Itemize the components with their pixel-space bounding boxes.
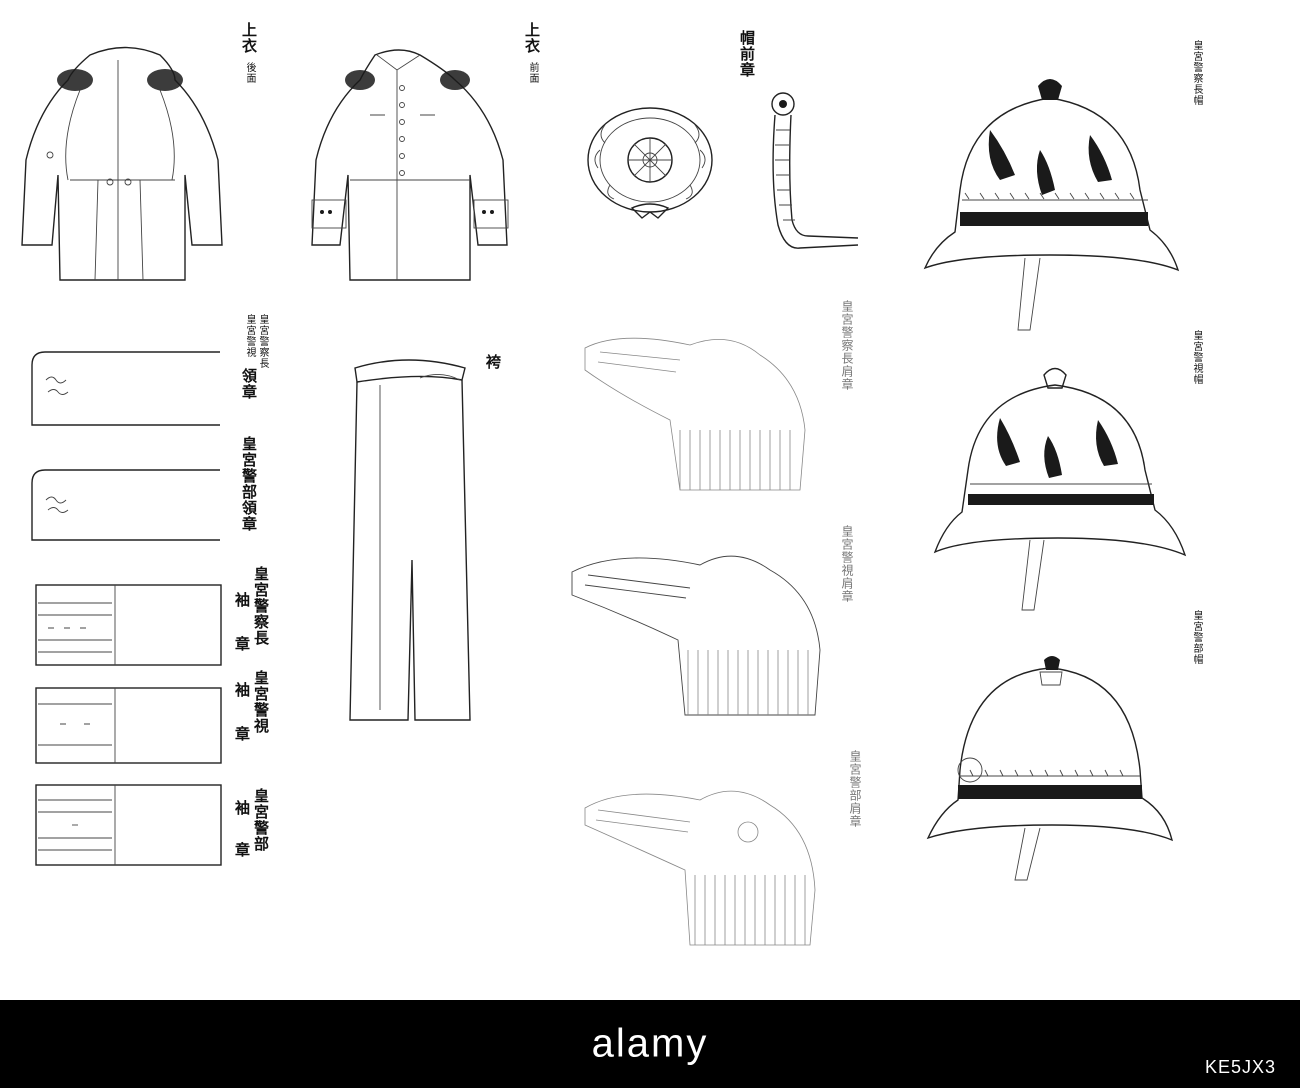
label-tunic-back: 上衣 [240, 22, 258, 54]
label-trousers: 袴 [484, 354, 502, 370]
label-epaulette-chief: 皇宮警察長肩章 [840, 300, 854, 391]
uniform-plate: 上衣 後面 上衣 前面 帽前章 皇宮警察長 皇宮警視 領章 皇宮警部領章 袴 袖… [21, 22, 1202, 946]
tunic-front-buttons [399, 85, 405, 176]
epaulette-superintendent-drawing [571, 555, 821, 716]
label-cap-badge: 帽前章 [738, 30, 756, 78]
label-sleeve-inspector-rank: 皇宮警部 [252, 788, 270, 852]
stock-footer-bar: alamy KE5JX3 [0, 1000, 1300, 1088]
label-collar-badge-shared: 領章 [240, 368, 258, 400]
label-sleeve-chief-prefix: 袖 [233, 592, 251, 608]
label-sleeve-superintendent-suffix: 章 [233, 726, 251, 742]
epaulette-inspector-drawing [584, 790, 816, 946]
brand-wordmark: alamy [591, 1021, 709, 1066]
label-sleeve-chief-suffix: 章 [233, 636, 251, 652]
label-helmet-chief: 皇宮警察長帽 [1191, 40, 1202, 106]
label-collar-badge-chief: 皇宮警察長 [257, 314, 268, 369]
label-sleeve-inspector-prefix: 袖 [233, 800, 251, 816]
label-tunic-back-sub: 後面 [244, 62, 255, 84]
label-sleeve-inspector-suffix: 章 [233, 842, 251, 858]
cap-cord-drawing [771, 92, 859, 249]
sleeve-insignia-superintendent-drawing [35, 687, 222, 764]
sleeve-insignia-inspector-drawing [35, 784, 222, 866]
label-collar-badge-superintendent: 皇宮警視 [244, 314, 255, 358]
helmet-inspector-drawing [926, 656, 1174, 881]
label-sleeve-superintendent-rank: 皇宮警視 [252, 670, 270, 734]
helmet-chief-drawing [923, 79, 1180, 331]
label-sleeve-superintendent-prefix: 袖 [233, 682, 251, 698]
collar-badge-inspector-drawing [31, 469, 220, 541]
label-helmet-inspector: 皇宮警部帽 [1191, 610, 1202, 665]
epaulette-chief-drawing [584, 337, 806, 491]
label-collar-badge-inspector: 皇宮警部領章 [240, 436, 258, 532]
plate-drawings [21, 46, 1187, 946]
label-tunic-front-sub: 前面 [527, 62, 538, 84]
helmet-superintendent-drawing [933, 367, 1187, 611]
tunic-front-drawing [311, 49, 509, 281]
label-tunic-front: 上衣 [523, 22, 541, 54]
label-epaulette-superintendent: 皇宮警視肩章 [840, 525, 854, 603]
trousers-drawing [349, 359, 471, 721]
label-epaulette-inspector: 皇宮警部肩章 [848, 750, 862, 828]
collar-badge-superior-drawing [31, 351, 220, 426]
cap-badge-wreath-drawing [587, 107, 713, 219]
tunic-back-drawing [21, 46, 223, 281]
label-sleeve-chief-rank: 皇宮警察長 [252, 566, 270, 646]
sleeve-insignia-chief-drawing [35, 584, 222, 666]
stock-image-id: KE5JX3 [1204, 1057, 1276, 1077]
label-helmet-superintendent: 皇宮警視帽 [1191, 330, 1202, 385]
